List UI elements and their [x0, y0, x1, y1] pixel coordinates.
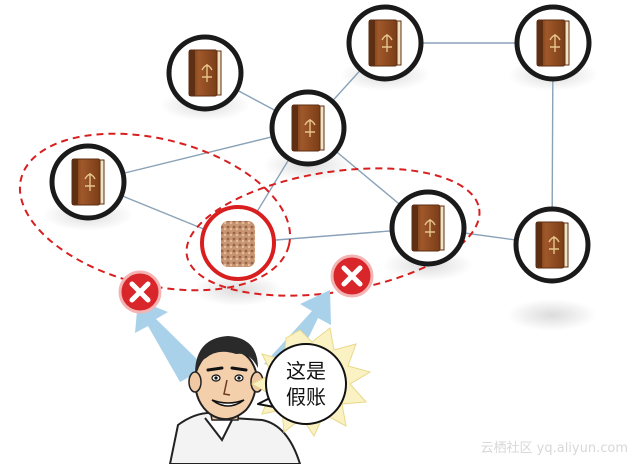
ledger-book-icon: [411, 204, 445, 252]
network-nodes: [49, 4, 592, 284]
speech-bubble-line2: 假账: [286, 385, 326, 409]
arrow-left: [135, 300, 206, 382]
watermark: 云栖社区 yq.aliyun.com: [481, 440, 628, 456]
ledger-node: [514, 4, 592, 82]
speech-bubble: 这是 假账: [257, 343, 347, 425]
ledger-book-icon: [368, 19, 402, 67]
ledger-book-icon: [188, 49, 222, 97]
ledger-book-icon: [536, 19, 570, 67]
ledger-book-icon: [535, 221, 569, 269]
ledger-node: [49, 143, 127, 221]
ledger-node: [269, 89, 347, 167]
ledger-book-icon: [291, 104, 325, 152]
ledger-node: [513, 206, 591, 284]
fake-ledger-icon: [221, 221, 255, 267]
fake-ledger-node: [200, 205, 276, 281]
speech-bubble-line1: 这是: [286, 359, 326, 383]
ledger-node: [166, 34, 244, 112]
reject-x-icon: [118, 270, 162, 314]
reject-x-icon: [330, 254, 374, 298]
cartoon-man-illustration: [168, 336, 302, 464]
ledger-book-icon: [71, 158, 105, 206]
ledger-node: [346, 4, 424, 82]
ledger-node: [389, 189, 467, 267]
